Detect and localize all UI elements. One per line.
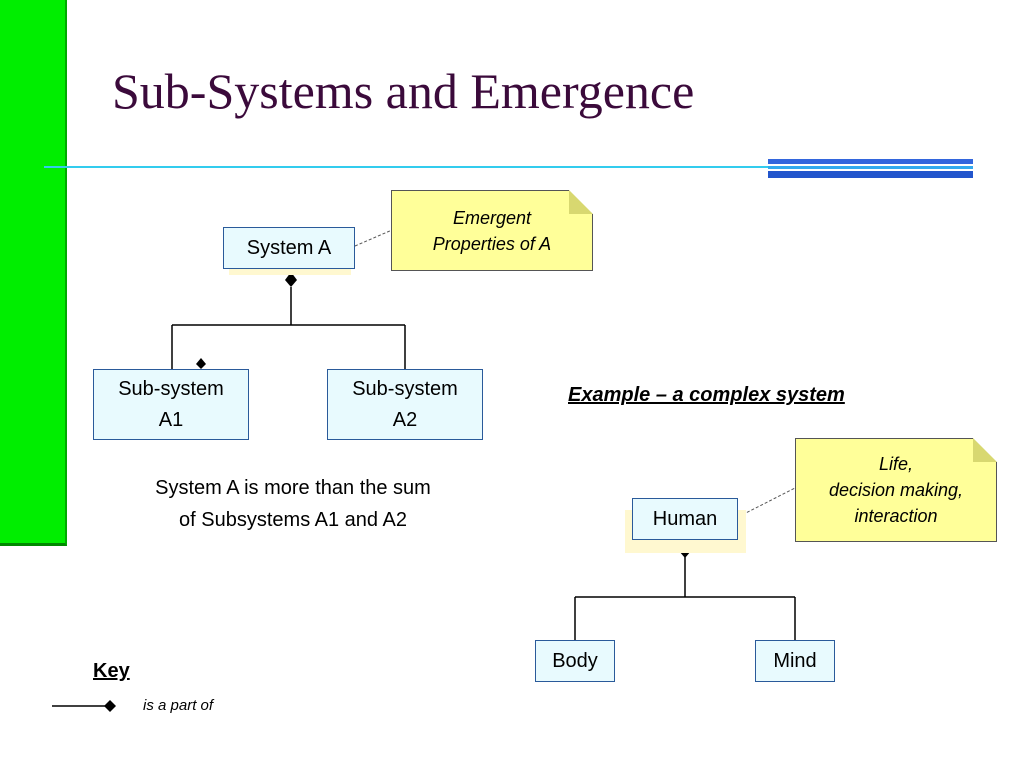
human-box: Human [632,498,738,540]
left-accent-bar [0,0,67,546]
body-label: Body [552,650,598,672]
note-link-dashed [737,487,796,518]
note-line: Life, [878,454,914,474]
part-of-diamond-icon [196,358,206,369]
subsystem-label: A2 [392,408,418,431]
note-line: Emergent [452,207,532,228]
emergent-properties-note: Emergent Properties of A [391,190,593,271]
title-rule-accent [768,171,973,178]
example-heading: Example – a complex system [568,384,845,406]
subsystem-a1-box: Sub-system A1 [93,369,249,440]
note-fold-corner [569,190,593,214]
diagram-caption: System A is more than the sum of Subsyst… [98,472,488,536]
caption-line: System A is more than the sum [155,477,431,499]
system-a-label: System A [246,237,332,259]
key-title: Key [93,660,130,682]
subsystem-label: A1 [158,408,184,431]
key-label: is a part of [143,697,214,714]
mind-label: Mind [773,650,817,672]
slide-title: Sub-Systems and Emergence [112,63,695,119]
title-rule [44,166,774,168]
note-line: Properties of A [432,233,552,254]
caption-line: of Subsystems A1 and A2 [179,509,407,531]
subsystem-a2-box: Sub-system A2 [327,369,483,440]
system-a-box: System A [223,227,355,269]
note-line: interaction [854,506,938,526]
human-label: Human [652,508,718,530]
human-properties-note: Life, decision making, interaction [795,438,997,542]
note-link-dashed [354,229,393,247]
title-rule-accent [768,166,973,169]
body-box: Body [535,640,615,682]
title-rule-accent [768,159,973,164]
mind-box: Mind [755,640,835,682]
key-diamond-icon [104,700,116,712]
note-line: decision making, [828,480,964,500]
note-fold-corner [973,438,997,462]
part-of-diamond-icon [285,272,297,287]
subsystem-label: Sub-system [352,377,458,400]
subsystem-label: Sub-system [118,377,224,400]
